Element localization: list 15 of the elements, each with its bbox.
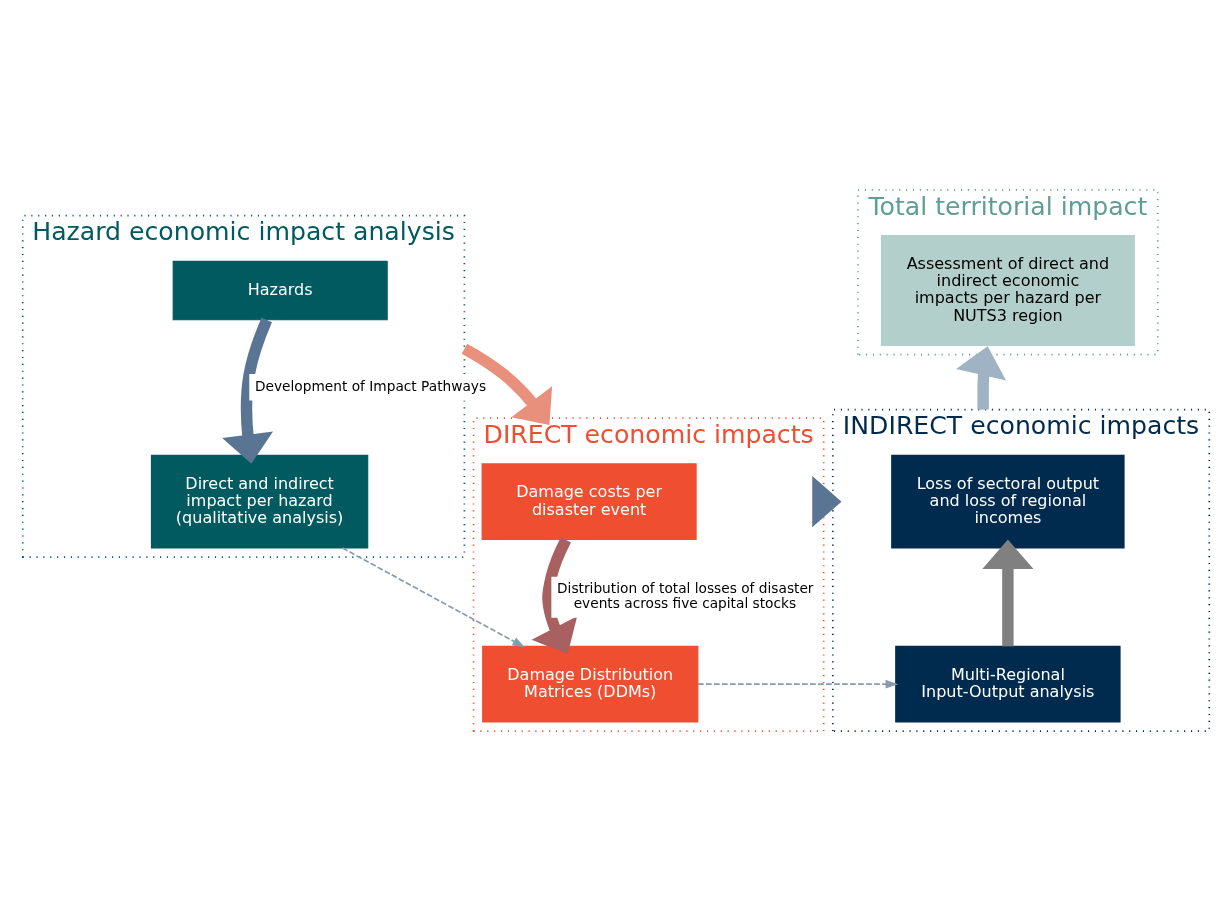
arrow [696,679,898,689]
node-box: Direct and indirect impact per hazard (qualitative analysis) [150,454,368,549]
node-box: Assessment of direct and indirect economic impacts per hazard per NUTS3 region [880,234,1135,346]
arrow [341,546,525,647]
node-box: Loss of sectoral output and loss of regional incomes [890,454,1125,549]
node-box: Hazards [172,260,388,320]
arrow [981,539,1034,646]
arrow [811,475,841,527]
edge-label: Distribution of total losses of disaster events across five capital stocks [556,579,814,611]
arrow [531,536,577,654]
node-box: Damage Distribution Matrices (DDMs) [481,645,698,723]
arrow [221,317,273,464]
arrow [461,343,552,425]
node-box: Multi-Regional Input-Output analysis [894,645,1121,723]
node-box: Damage costs per disaster event [481,462,697,540]
